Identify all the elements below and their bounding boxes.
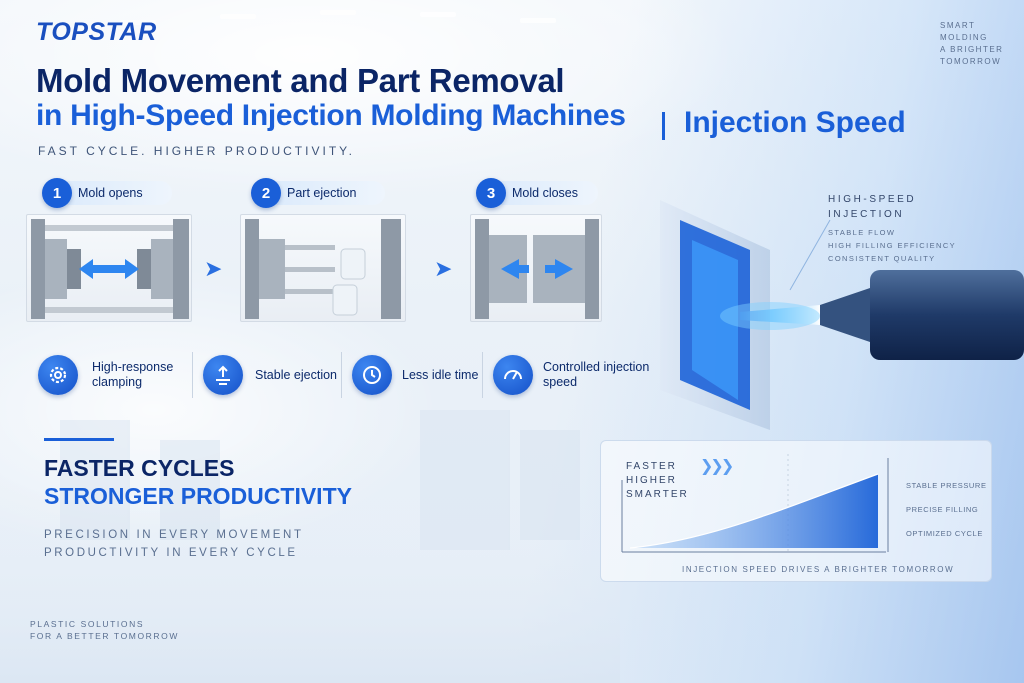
step-number: 3 <box>476 178 506 208</box>
flow-arrow-icon: ➤ <box>434 256 453 281</box>
feature-label: Less idle time <box>402 367 479 382</box>
flow-arrow-icon: ➤ <box>204 256 223 281</box>
mold-close-illustration <box>475 219 599 319</box>
part-ejection-illustration <box>245 219 401 319</box>
step-1: 1 Mold opens <box>42 178 172 208</box>
mold-open-illustration <box>31 219 189 319</box>
part-ejection-image <box>240 214 406 322</box>
injection-points: STABLE FLOW HIGH FILLING EFFICIENCY CONS… <box>828 228 957 263</box>
promo-heading: FASTER CYCLES <box>44 455 235 481</box>
title-right: Injection Speed <box>684 106 906 139</box>
injection-title: HIGH-SPEED INJECTION <box>828 194 917 220</box>
step-3: 3 Mold closes <box>476 178 598 208</box>
feature-divider <box>192 352 193 398</box>
promo-heading-2: STRONGER PRODUCTIVITY <box>44 483 352 509</box>
mold-closes-image <box>470 214 602 322</box>
feature-divider <box>341 352 342 398</box>
step-label: Mold opens <box>78 186 143 200</box>
brand-tagline: SMART MOLDING A BRIGHTER TOMORROW <box>940 21 1004 66</box>
brand-logo: TOPSTAR <box>36 18 157 46</box>
panel-caption: INJECTION SPEED DRIVES A BRIGHTER TOMORR… <box>682 565 955 574</box>
step-number: 2 <box>251 178 281 208</box>
step-label: Mold closes <box>512 186 578 200</box>
page-subtitle: FAST CYCLE. HIGHER PRODUCTIVITY. <box>38 144 355 158</box>
step-number: 1 <box>42 178 72 208</box>
injection-unit-illustration <box>660 200 1024 430</box>
feature-label: Stable ejection <box>255 367 338 382</box>
panel-words: FASTER HIGHER SMARTER <box>626 461 689 500</box>
ejection-icon <box>203 355 243 395</box>
gear-icon <box>38 355 78 395</box>
promo-description: PRECISION IN EVERY MOVEMENT PRODUCTIVITY… <box>44 529 304 559</box>
features-row: High-response clamping Stable ejection L… <box>38 352 683 398</box>
page-title-line2: in High-Speed Injection Molding Machines <box>36 99 626 132</box>
step-2: 2 Part ejection <box>251 178 385 208</box>
gauge-icon <box>493 355 533 395</box>
feature-label: High-response clamping <box>92 360 174 389</box>
title-separator <box>662 112 665 140</box>
page-title: Mold Movement and Part Removal <box>36 62 565 99</box>
feature-label: Controlled injection speed <box>543 360 650 389</box>
panel-legend: STABLE PRESSURE PRECISE FILLING OPTIMIZE… <box>906 481 987 538</box>
step-label: Part ejection <box>287 186 357 200</box>
footer-tagline: PLASTIC SOLUTIONS FOR A BETTER TOMORROW <box>30 619 179 641</box>
chevrons-icon: ❯❯❯ <box>700 458 734 475</box>
mold-opens-image <box>26 214 192 322</box>
performance-curve <box>621 454 889 553</box>
feature-divider <box>482 352 483 398</box>
clock-icon <box>352 355 392 395</box>
accent-line <box>44 438 114 441</box>
